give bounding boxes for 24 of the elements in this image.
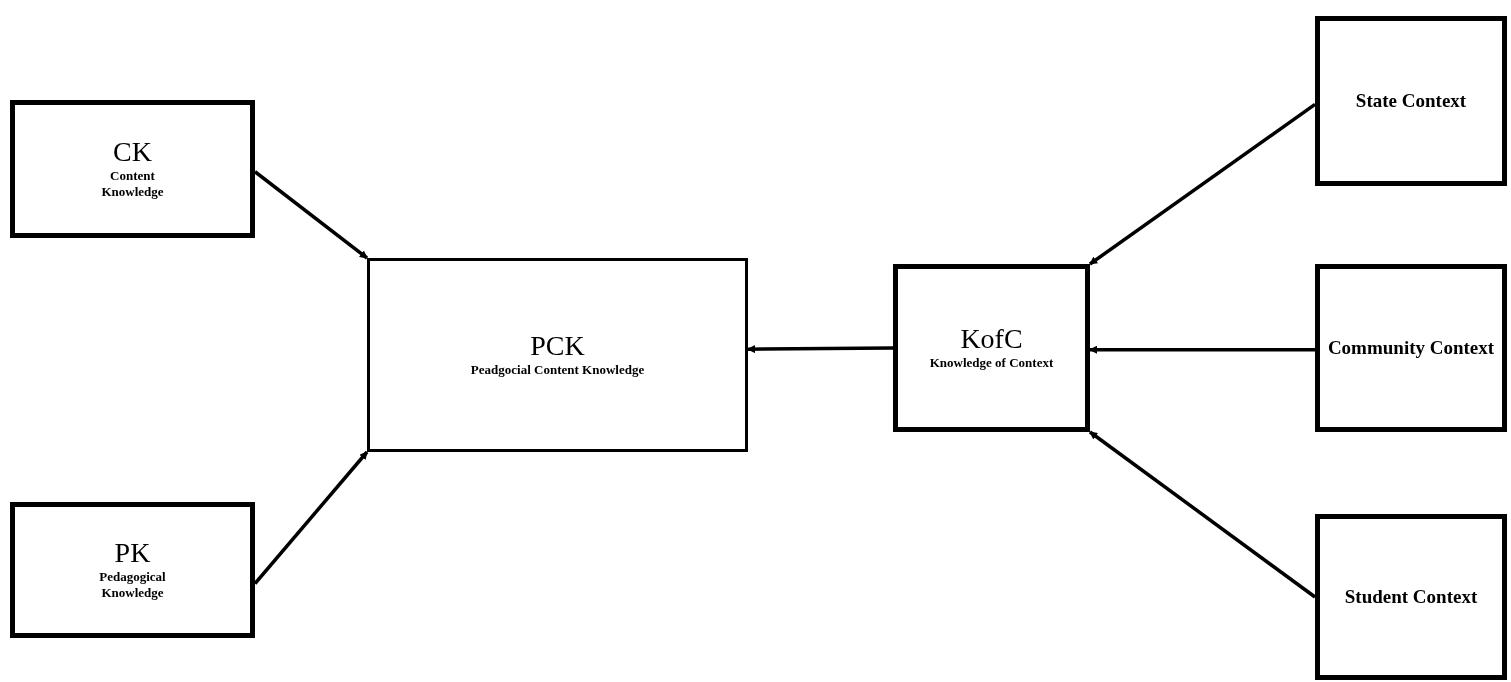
arrow bbox=[747, 345, 893, 354]
box-label: Community Context bbox=[1327, 336, 1495, 360]
arrow bbox=[1088, 430, 1317, 599]
arrow bbox=[1089, 102, 1316, 266]
concept-box bbox=[10, 100, 255, 238]
box-label: Student Context bbox=[1344, 585, 1478, 609]
box-title: PCK bbox=[530, 331, 585, 363]
box-label: Peadgocial Content Knowledge bbox=[470, 362, 645, 379]
box-label: Content Knowledge bbox=[100, 168, 165, 201]
box-title: CK bbox=[113, 137, 152, 169]
concept-box bbox=[10, 502, 255, 638]
box-title: PK bbox=[114, 538, 151, 570]
concept-box bbox=[1315, 16, 1507, 186]
concept-box bbox=[367, 258, 748, 452]
concept-box bbox=[1315, 264, 1507, 432]
arrow bbox=[253, 450, 369, 585]
box-label: Knowledge of Context bbox=[929, 355, 1054, 372]
arrow bbox=[1089, 345, 1315, 354]
arrow bbox=[253, 170, 369, 260]
box-label: Pedagogical Knowledge bbox=[98, 569, 167, 602]
box-title: KofC bbox=[960, 324, 1023, 356]
concept-box bbox=[1315, 514, 1507, 680]
box-label: State Context bbox=[1355, 89, 1467, 113]
concept-box bbox=[893, 264, 1090, 432]
